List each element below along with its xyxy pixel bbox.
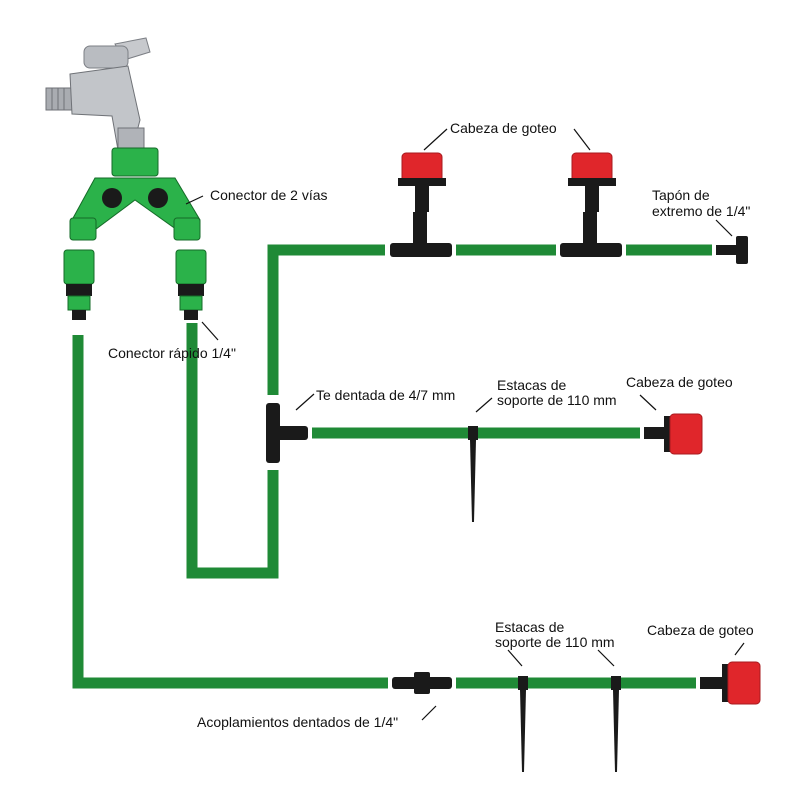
- tube-left-outer: [72, 335, 388, 689]
- label-drip-head-top: Cabeza de goteo: [450, 120, 557, 136]
- label-stakes-bottom-line2: soporte de 110 mm: [495, 634, 615, 650]
- tube-riser: [267, 244, 385, 395]
- label-stakes-bottom-line1: Estacas de: [495, 619, 564, 635]
- stake-bottom-1-icon: [518, 676, 528, 772]
- label-stakes-mid-line2: soporte de 110 mm: [497, 392, 617, 408]
- label-stakes-mid-line1: Estacas de: [497, 377, 566, 393]
- label-connector-2way: Conector de 2 vías: [210, 187, 328, 203]
- tube-left-inner: [186, 323, 279, 579]
- label-end-cap-line2: extremo de 1/4": [652, 203, 750, 219]
- end-cap-icon: [716, 236, 748, 264]
- faucet-icon: [45, 37, 151, 151]
- leader-lines: [185, 128, 745, 721]
- tee-fitting-top-1-icon: [390, 212, 452, 257]
- stake-middle-icon: [468, 426, 478, 522]
- label-tee: Te dentada de 4/7 mm: [316, 387, 455, 403]
- label-drip-head-bottom: Cabeza de goteo: [647, 622, 754, 638]
- drip-head-middle-icon: [644, 413, 703, 455]
- quick-connector-left-icon: [63, 249, 95, 320]
- label-drip-head-middle: Cabeza de goteo: [626, 374, 733, 390]
- drip-head-top-1-icon: [398, 152, 446, 212]
- label-quick-connector: Conector rápido 1/4": [108, 345, 236, 361]
- tee-fitting-top-2-icon: [560, 212, 622, 257]
- label-coupling: Acoplamientos dentados de 1/4": [197, 714, 398, 730]
- drip-head-top-2-icon: [568, 152, 616, 212]
- barbed-coupling-icon: [392, 672, 452, 694]
- quick-connector-right-icon: [175, 249, 207, 320]
- stake-bottom-2-icon: [611, 676, 621, 772]
- tee-fitting-middle-icon: [266, 403, 308, 463]
- two-way-connector-icon: [69, 147, 201, 241]
- tubing: [72, 244, 712, 689]
- label-end-cap-line1: Tapón de: [652, 187, 710, 203]
- drip-head-bottom-icon: [700, 661, 761, 705]
